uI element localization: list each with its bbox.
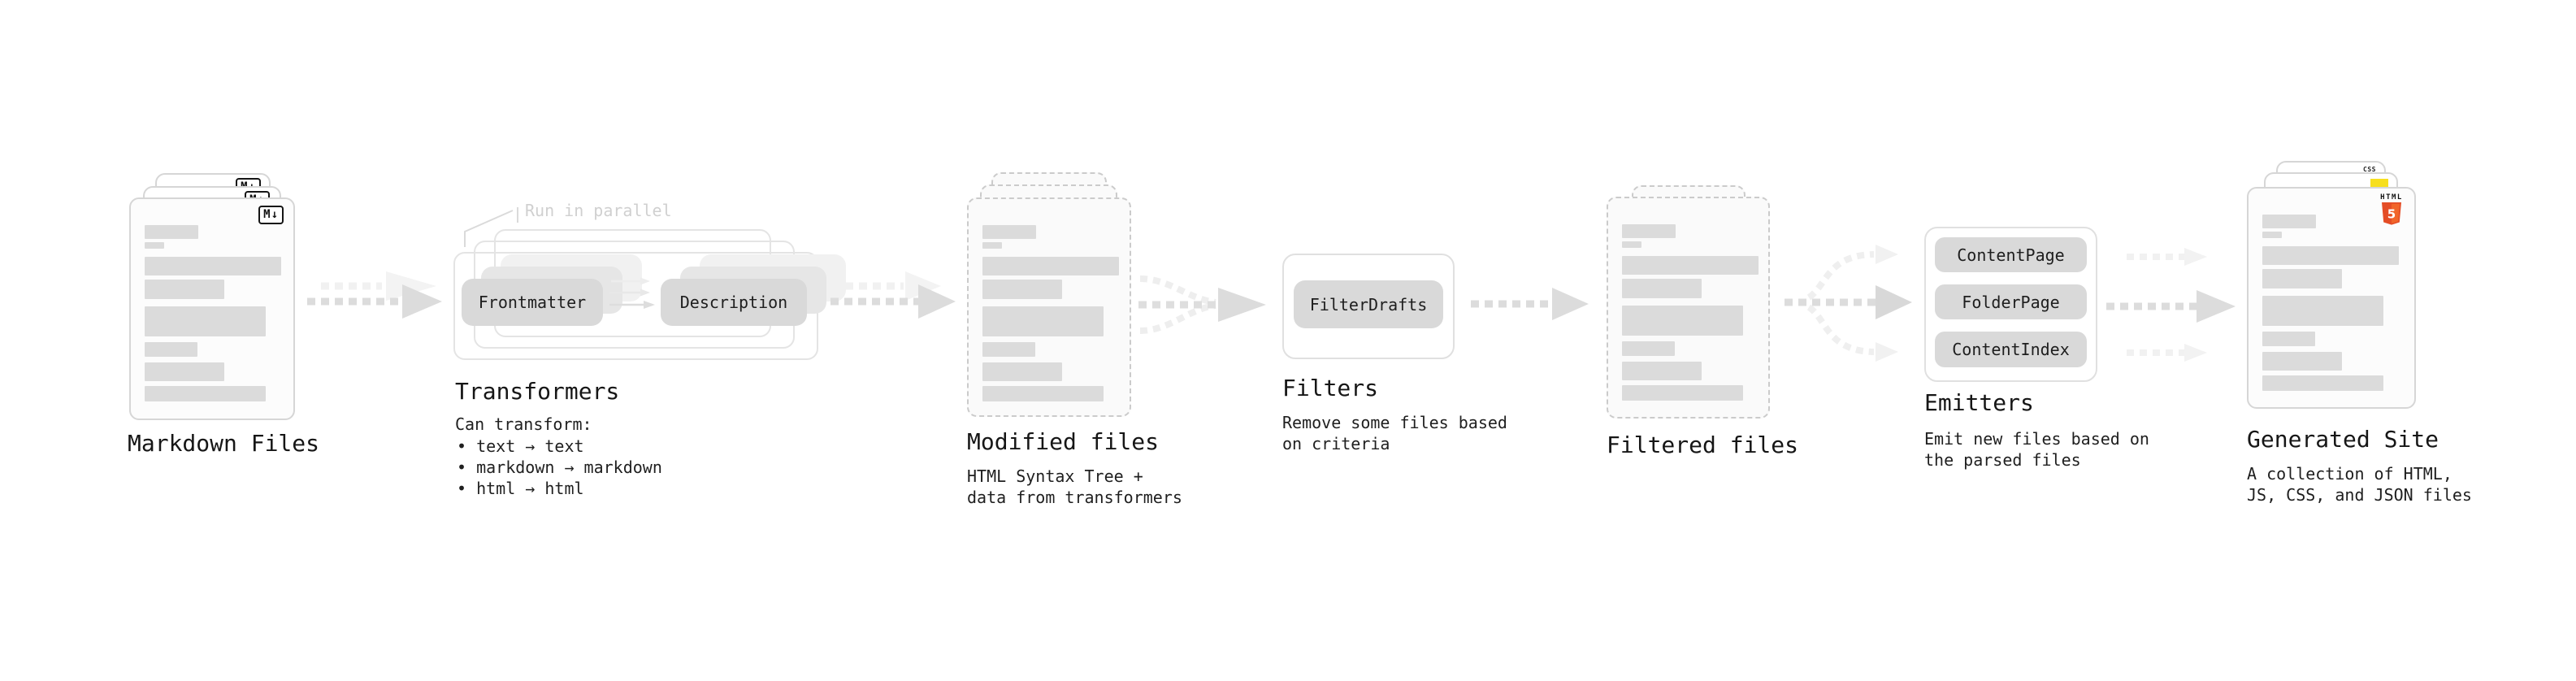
- arrow-transformers-to-modified: [830, 271, 956, 319]
- stage-note: the parsed files: [1924, 450, 2081, 470]
- arrow-emitters-to-site: [2106, 248, 2236, 362]
- pill-description: Description: [661, 279, 807, 326]
- stage-title: Modified files: [967, 428, 1160, 455]
- file-card-front: [967, 197, 1131, 417]
- doc-line: [2262, 352, 2342, 371]
- doc-line: [982, 386, 1104, 401]
- doc-line: [2262, 375, 2383, 391]
- transform-bullet: • html → html: [457, 479, 584, 498]
- svg-text:5: 5: [2387, 207, 2396, 222]
- stage-title: Transformers: [455, 378, 620, 405]
- stage-title: Filters: [1282, 375, 1379, 401]
- doc-line: [145, 225, 198, 239]
- markdown-icon: M↓: [258, 206, 284, 224]
- stage-title: Markdown Files: [128, 430, 320, 457]
- doc-line: [982, 306, 1104, 336]
- doc-line: [982, 362, 1062, 381]
- doc-line: [1622, 241, 1641, 248]
- doc-line: [1622, 341, 1675, 356]
- css-label: CSS: [2363, 166, 2376, 173]
- doc-line: [145, 362, 224, 381]
- doc-line: [982, 280, 1062, 299]
- stage-note: Can transform:: [455, 414, 592, 434]
- html5-label: HTML: [2380, 193, 2403, 202]
- transform-bullet: • markdown → markdown: [457, 458, 662, 477]
- doc-line: [145, 342, 197, 357]
- doc-line: [2262, 246, 2399, 265]
- doc-line: [982, 342, 1035, 357]
- doc-line: [145, 242, 164, 249]
- doc-line: [2262, 332, 2315, 346]
- doc-line: [2262, 269, 2342, 288]
- doc-line: [145, 386, 266, 401]
- run-in-parallel-label: Run in parallel: [525, 201, 672, 220]
- file-card-front: [1607, 197, 1770, 419]
- doc-line: [2262, 215, 2316, 228]
- stage-note: Remove some files based: [1282, 413, 1507, 432]
- arrow-modified-to-filters: [1138, 275, 1266, 334]
- stage-note: Emit new files based on: [1924, 429, 2149, 449]
- file-card-front: M↓: [129, 197, 295, 420]
- pill-filterdrafts: FilterDrafts: [1294, 280, 1443, 328]
- pill-contentpage: ContentPage: [1935, 237, 2087, 272]
- doc-line: [982, 257, 1119, 275]
- doc-line: [145, 257, 281, 275]
- doc-line: [145, 280, 224, 299]
- stage-title: Emitters: [1924, 389, 2034, 416]
- doc-line: [982, 242, 1002, 249]
- html5-icon: HTML 5: [2380, 193, 2403, 229]
- doc-line: [145, 306, 266, 336]
- arrow-markdown-to-transformers: [307, 271, 442, 319]
- stage-title: Filtered files: [1607, 432, 1799, 458]
- doc-line: [982, 225, 1036, 239]
- doc-line: [1622, 256, 1759, 275]
- arrow-filtered-to-emitters: [1785, 245, 1912, 362]
- parallel-arrows-icon: [609, 277, 655, 309]
- stage-note: A collection of HTML,: [2247, 464, 2452, 484]
- stage-note: on criteria: [1282, 434, 1390, 453]
- stage-title: Generated Site: [2247, 426, 2439, 453]
- doc-line: [1622, 385, 1743, 401]
- html5-shield: 5: [2382, 202, 2401, 225]
- stage-note: JS, CSS, and JSON files: [2247, 485, 2472, 505]
- stage-note: data from transformers: [967, 488, 1182, 507]
- annotation-connector-line: [464, 207, 518, 247]
- doc-line: [2262, 296, 2383, 326]
- pill-folderpage: FolderPage: [1935, 284, 2087, 319]
- file-card-front: HTML 5: [2247, 187, 2416, 409]
- doc-line: [1622, 279, 1702, 298]
- pill-frontmatter: Frontmatter: [462, 279, 603, 326]
- pill-contentindex: ContentIndex: [1935, 332, 2087, 367]
- stage-note: HTML Syntax Tree +: [967, 466, 1143, 486]
- doc-line: [2262, 232, 2282, 238]
- doc-line: [1622, 224, 1676, 238]
- doc-line: [1622, 362, 1702, 380]
- doc-line: [1622, 306, 1743, 336]
- arrow-filters-to-filtered: [1471, 288, 1589, 320]
- transform-bullet: • text → text: [457, 436, 584, 456]
